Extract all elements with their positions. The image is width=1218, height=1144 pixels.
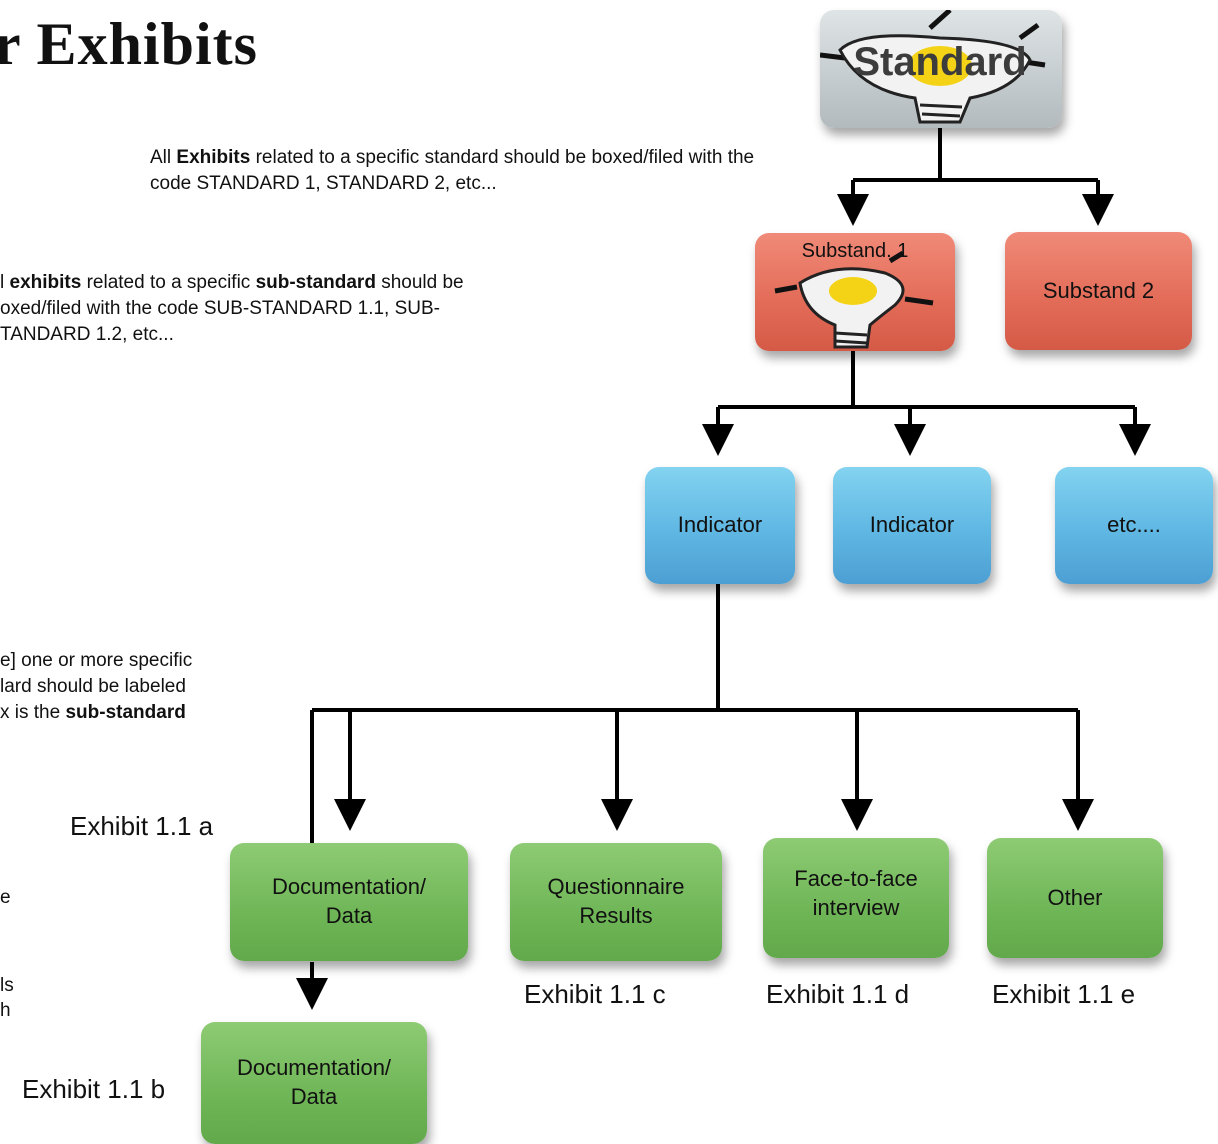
exhibit-label-a: Exhibit 1.1 a [70, 811, 214, 841]
text-fragment: e [0, 887, 11, 908]
exhibit-note-line1: e] one or more specific [0, 650, 193, 671]
documentation-data-2-node: Documentation/ Data [201, 1022, 427, 1144]
standard-node [820, 10, 1062, 128]
indicator-etc-node: etc.... [1055, 467, 1213, 584]
exhibit-label-d: Exhibit 1.1 d [766, 979, 910, 1009]
indicator-etc-label: etc.... [1107, 512, 1161, 538]
documentation-data-line1: Documentation/ [271, 874, 427, 900]
documentation-data-line2: Data [325, 903, 373, 928]
face-to-face-interview-node: Face-to-face interview [763, 838, 949, 958]
other-label: Other [1047, 884, 1103, 910]
standard-note: All Exhibits related to a specific stand… [150, 147, 755, 194]
lightbulb-icon [820, 10, 1046, 124]
exhibit-label-c: Exhibit 1.1 c [524, 979, 666, 1009]
interview-line2: interview [812, 895, 900, 920]
documentation-data-node: Documentation/ Data [230, 843, 468, 961]
exhibit-label-e: Exhibit 1.1 e [992, 979, 1136, 1009]
lightbulb-icon [774, 250, 934, 349]
indicator-label: Indicator [869, 512, 955, 538]
standard-label: Standard [853, 40, 1027, 84]
exhibit-label-b: Exhibit 1.1 b [22, 1074, 166, 1104]
text-fragment: ls [0, 975, 14, 996]
indicator-label: Indicator [677, 512, 763, 538]
indicator-node: Indicator [833, 467, 991, 584]
other-node: Other [987, 838, 1163, 958]
exhibit-note-line3: x is the sub-standard [0, 701, 186, 723]
substandard-note-line3: TANDARD 1.2, etc... [0, 323, 174, 345]
exhibit-note: e] one or more specific lard should be l… [0, 648, 300, 725]
substandard-note-line1: l exhibits related to a specific sub-sta… [0, 272, 464, 293]
questionnaire-results-node: Questionnaire Results [510, 843, 722, 961]
documentation-data-2-line2: Data [290, 1084, 338, 1109]
indicator-node: Indicator [645, 467, 795, 584]
page-title: r Exhibits [0, 11, 258, 77]
substandard-note-line2: oxed/filed with the code SUB-STANDARD 1.… [0, 297, 440, 319]
text-fragment: h [0, 1000, 11, 1021]
documentation-data-2-line1: Documentation/ [236, 1055, 392, 1081]
substandard-1-label: Substand. 1 [801, 240, 909, 262]
questionnaire-line1: Questionnaire [547, 874, 685, 900]
substandard-2-node: Substand 2 [1005, 232, 1192, 350]
substandard-1-node [755, 233, 955, 351]
substandard-2-label: Substand 2 [1042, 277, 1155, 303]
questionnaire-line2: Results [579, 903, 653, 928]
interview-line1: Face-to-face [794, 866, 918, 892]
substandard-note: l exhibits related to a specific sub-sta… [0, 270, 700, 347]
exhibit-note-line2: lard should be labeled [0, 675, 186, 697]
